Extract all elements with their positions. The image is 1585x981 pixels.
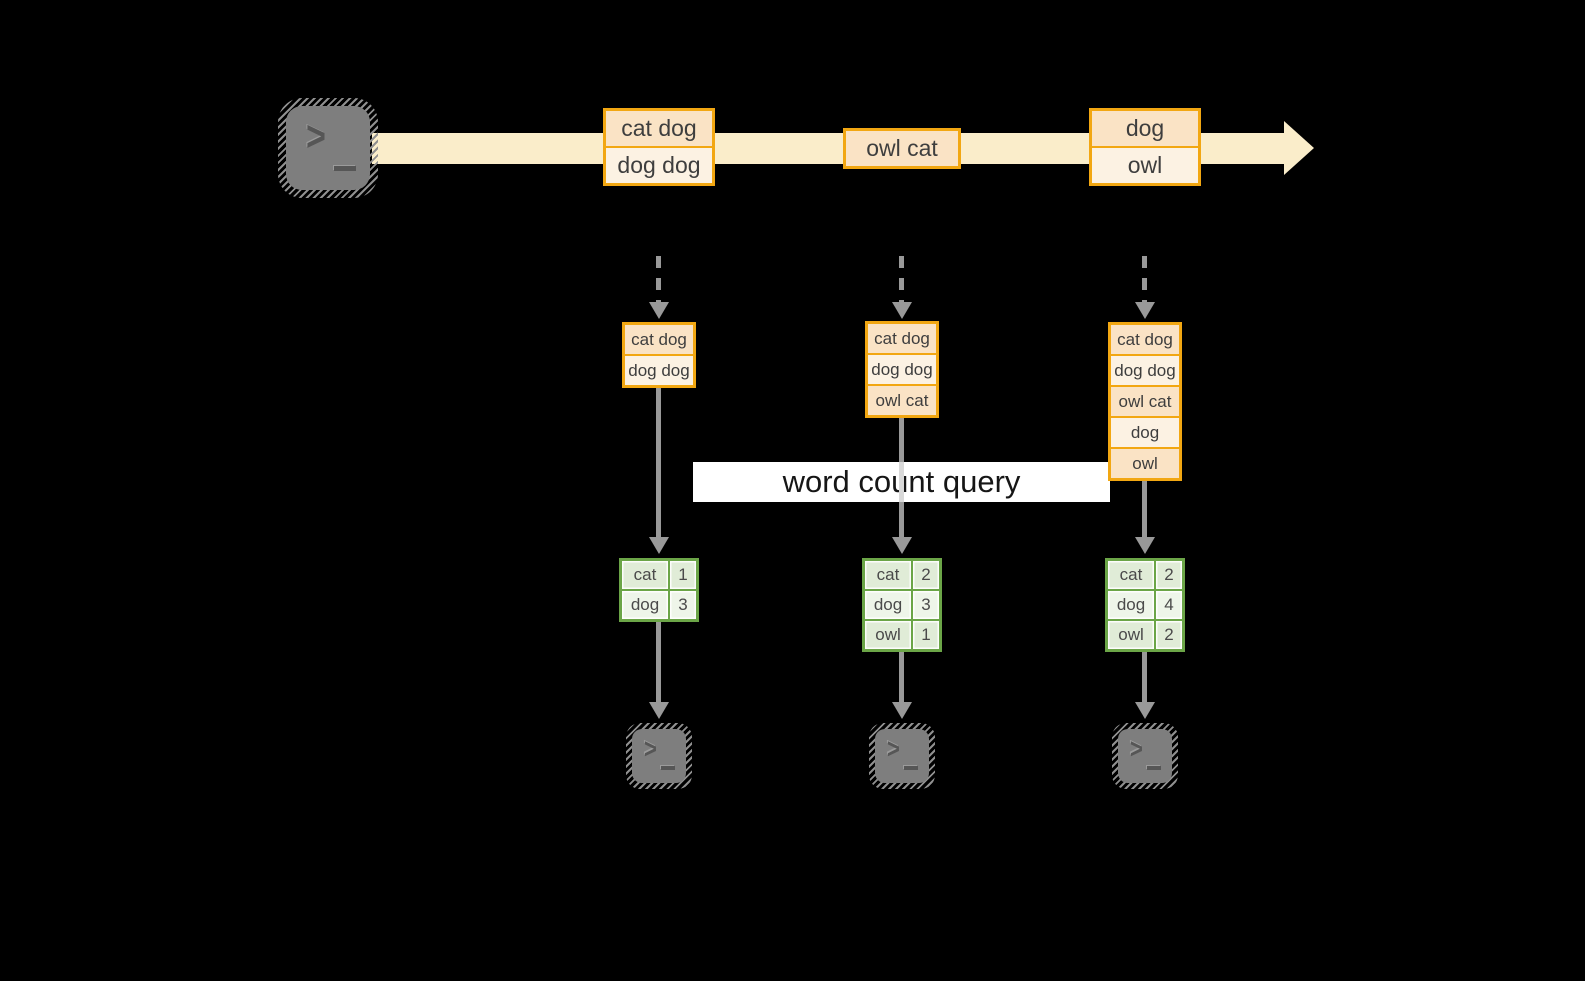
stream-timeline-arrowhead	[1284, 121, 1314, 175]
unbounded-input-table-3: cat dog dog dog owl cat dog owl	[1108, 322, 1182, 481]
input-line: cat dog	[625, 325, 693, 354]
query-arrow-line	[1142, 479, 1147, 537]
trigger-arrow-head	[649, 302, 669, 319]
query-arrow-line	[656, 386, 661, 537]
input-line: owl cat	[1111, 385, 1179, 416]
prompt-chevron-icon: >	[644, 732, 657, 764]
trigger-arrow-line	[899, 256, 904, 302]
trigger-arrow-head	[892, 302, 912, 319]
terminal-screen: >	[875, 729, 929, 783]
trigger-arrow-line	[656, 256, 661, 302]
terminal-output-icon-2: >	[869, 723, 935, 789]
word-cell: dog	[1108, 591, 1154, 619]
stream-batch-2: owl cat	[843, 128, 961, 169]
batch-line: cat dog	[606, 111, 712, 146]
input-line: owl cat	[868, 384, 936, 415]
output-arrow-head	[892, 702, 912, 719]
terminal-screen: >	[1118, 729, 1172, 783]
input-line: dog dog	[1111, 354, 1179, 385]
input-line: dog	[1111, 416, 1179, 447]
input-line: dog dog	[868, 353, 936, 384]
count-cell: 4	[1156, 591, 1182, 619]
input-line: owl	[1111, 447, 1179, 478]
word-cell: owl	[1108, 621, 1154, 649]
output-arrow-line	[656, 620, 661, 702]
word-cell: dog	[865, 591, 911, 619]
output-arrow-line	[1142, 650, 1147, 702]
terminal-output-icon-3: >	[1112, 723, 1178, 789]
terminal-screen: >	[632, 729, 686, 783]
prompt-chevron-icon: >	[1130, 732, 1143, 764]
prompt-cursor-icon	[1147, 766, 1161, 770]
arrow-through-label	[899, 462, 904, 502]
word-cell: owl	[865, 621, 911, 649]
count-cell: 2	[913, 561, 939, 589]
prompt-cursor-icon	[904, 766, 918, 770]
word-count-result-table-3: cat 2 dog 4 owl 2	[1105, 558, 1185, 652]
word-cell: cat	[865, 561, 911, 589]
stream-batch-1: cat dog dog dog	[603, 108, 715, 186]
word-count-result-table-1: cat 1 dog 3	[619, 558, 699, 622]
batch-line: dog	[1092, 111, 1198, 146]
prompt-chevron-icon: >	[306, 113, 326, 161]
input-line: cat dog	[1111, 325, 1179, 354]
count-cell: 2	[1156, 561, 1182, 589]
word-cell: dog	[622, 591, 668, 619]
input-line: cat dog	[868, 324, 936, 353]
trigger-arrow-head	[1135, 302, 1155, 319]
batch-line: owl cat	[846, 131, 958, 166]
unbounded-input-table-2: cat dog dog dog owl cat	[865, 321, 939, 418]
trigger-arrow-line	[1142, 256, 1147, 302]
output-arrow-head	[649, 702, 669, 719]
query-arrow-head	[892, 537, 912, 554]
count-cell: 3	[670, 591, 696, 619]
stream-batch-3: dog owl	[1089, 108, 1201, 186]
prompt-cursor-icon	[661, 766, 675, 770]
count-cell: 3	[913, 591, 939, 619]
output-arrow-line	[899, 650, 904, 702]
unbounded-input-table-1: cat dog dog dog	[622, 322, 696, 388]
terminal-source-icon: >	[278, 98, 378, 198]
count-cell: 2	[1156, 621, 1182, 649]
input-line: dog dog	[625, 354, 693, 385]
word-cell: cat	[1108, 561, 1154, 589]
count-cell: 1	[913, 621, 939, 649]
query-arrow-head	[649, 537, 669, 554]
count-cell: 1	[670, 561, 696, 589]
word-count-result-table-2: cat 2 dog 3 owl 1	[862, 558, 942, 652]
prompt-chevron-icon: >	[887, 732, 900, 764]
output-arrow-head	[1135, 702, 1155, 719]
batch-line: owl	[1092, 146, 1198, 183]
word-cell: cat	[622, 561, 668, 589]
terminal-output-icon-1: >	[626, 723, 692, 789]
prompt-cursor-icon	[334, 166, 356, 171]
terminal-screen: >	[286, 106, 370, 190]
query-arrow-head	[1135, 537, 1155, 554]
batch-line: dog dog	[606, 146, 712, 183]
